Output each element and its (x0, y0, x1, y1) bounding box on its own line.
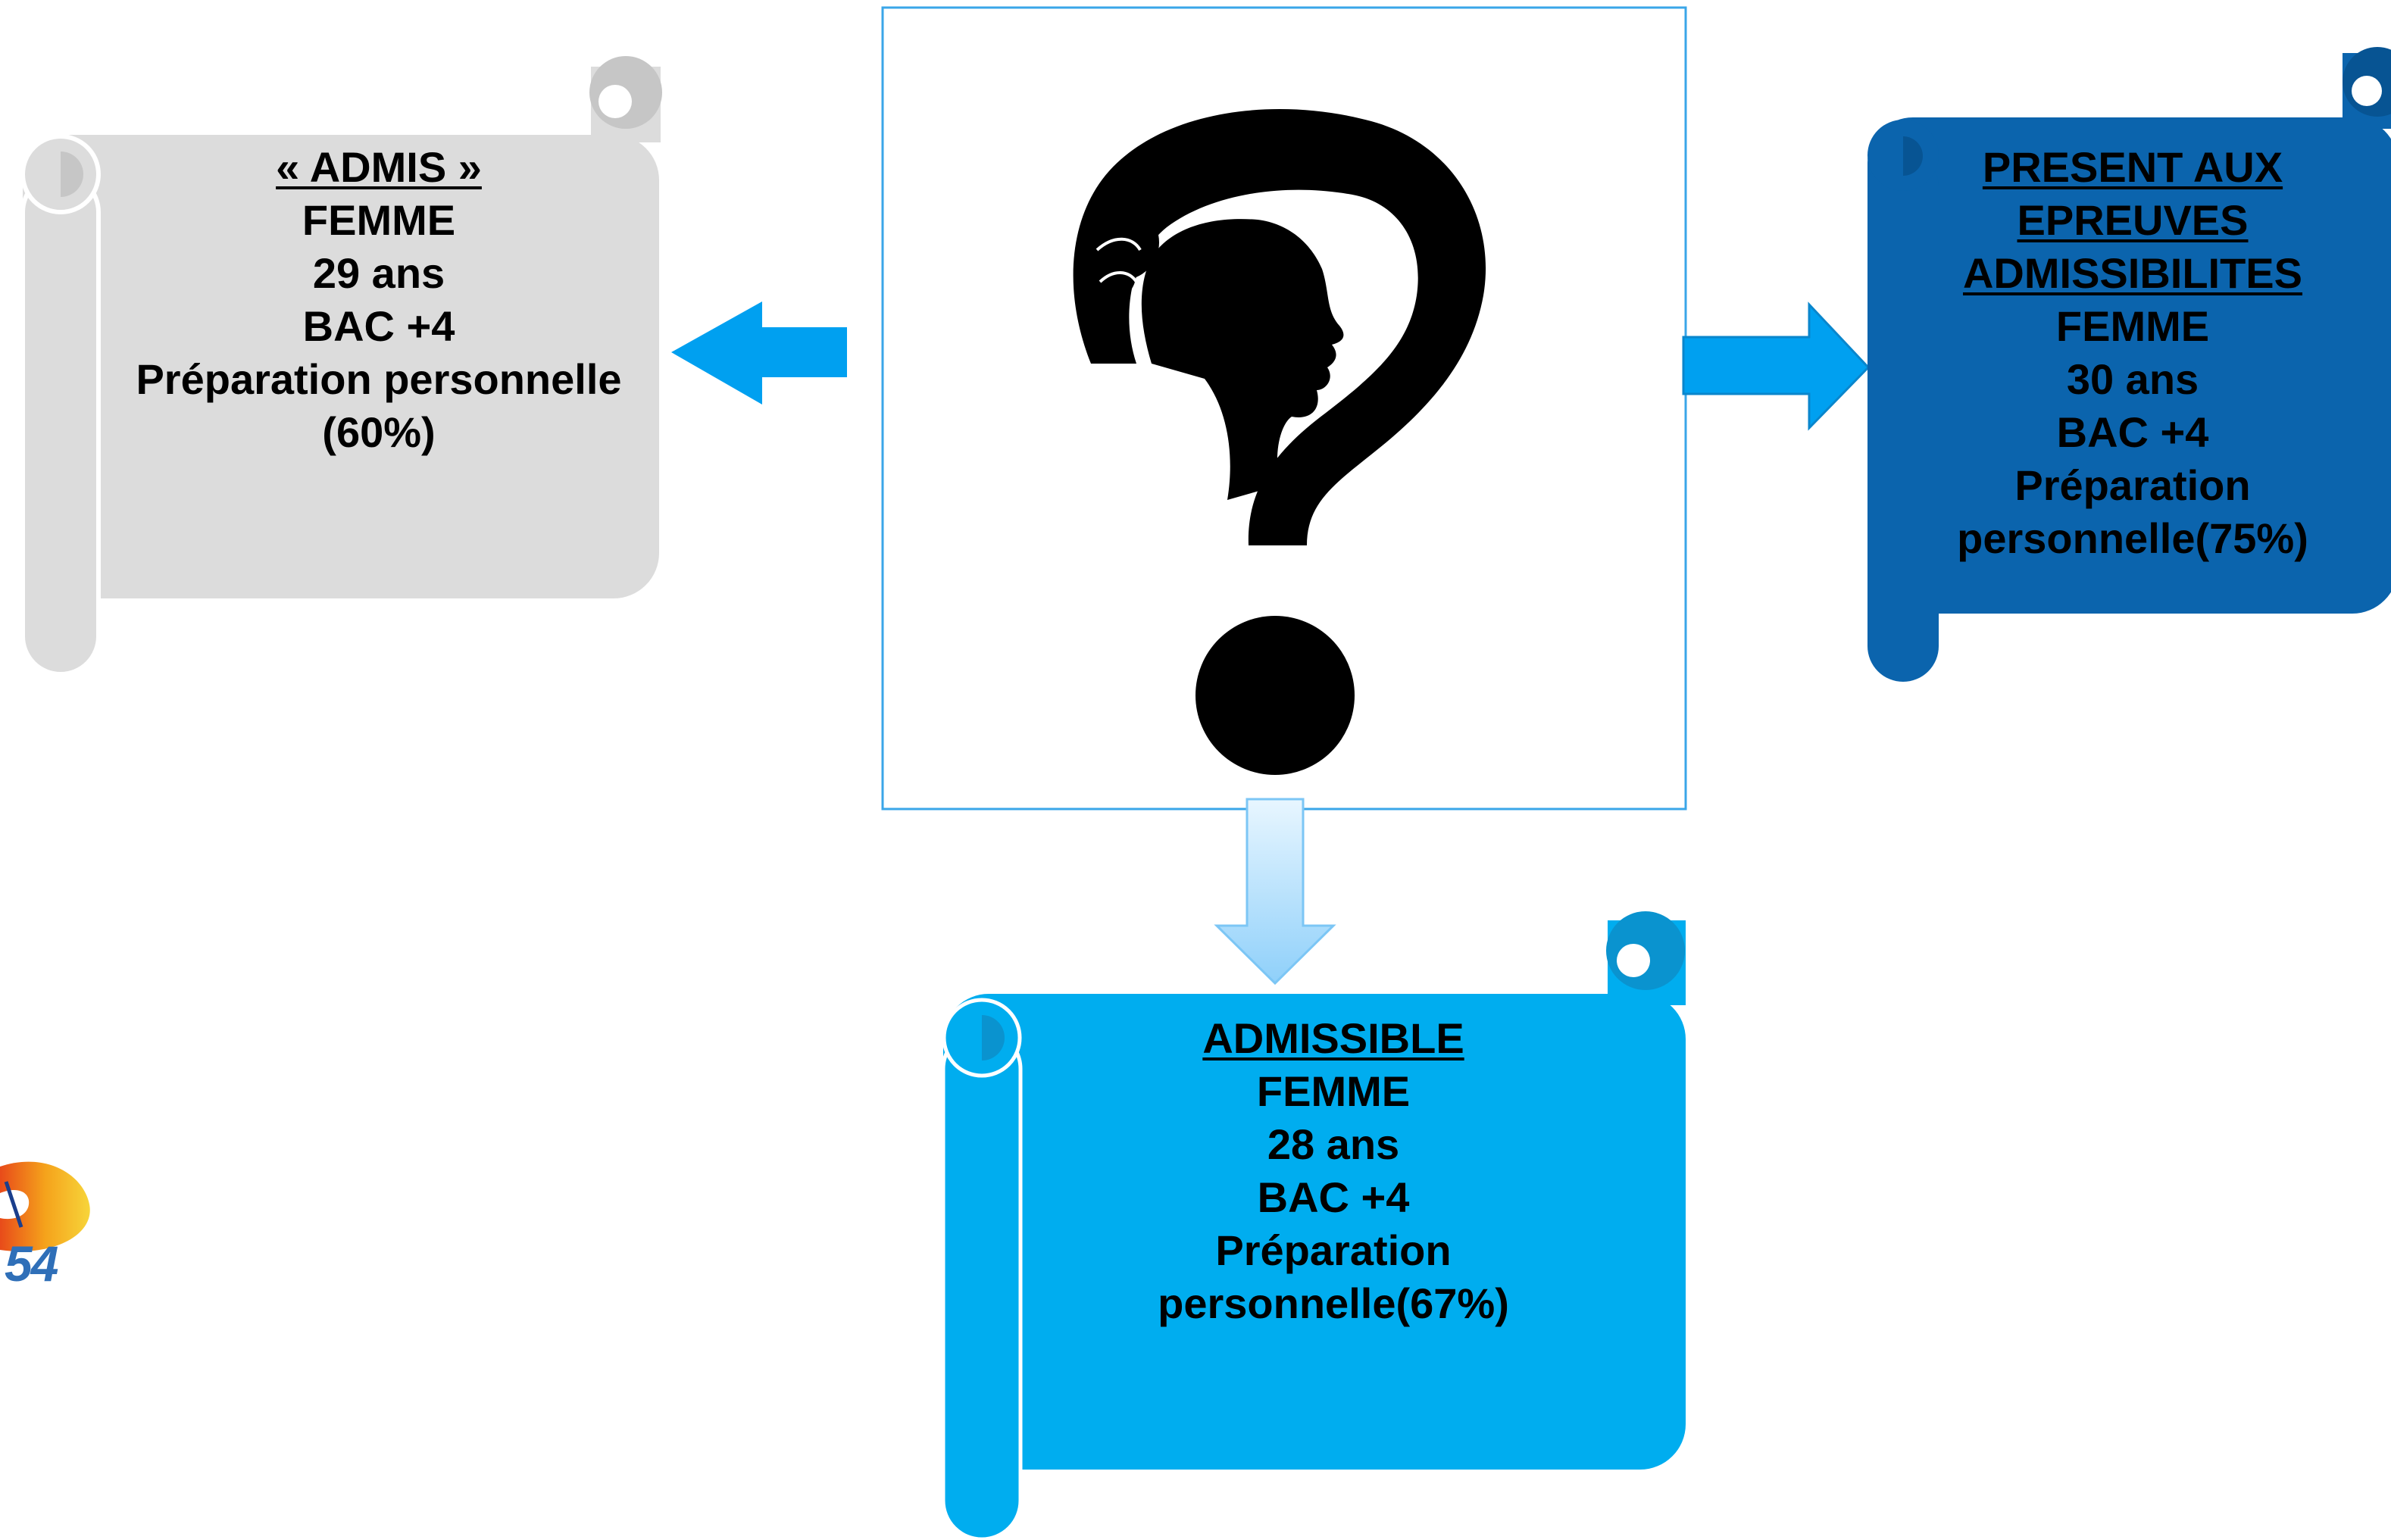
right-scroll-text: PRESENT AUX EPREUVES ADMISSIBILITES FEMM… (1939, 141, 2326, 565)
left-scroll-line: Préparation personnelle (136, 355, 622, 403)
arrow-down (1214, 798, 1336, 986)
left-scroll-line: FEMME (302, 196, 456, 244)
department-logo-icon (0, 1161, 90, 1251)
logo-number: 54 (5, 1235, 58, 1292)
left-scroll-title: « ADMIS » (276, 143, 482, 191)
bottom-scroll-line: personnelle(67%) (1158, 1279, 1509, 1327)
right-scroll-title-line: PRESENT AUX (1982, 143, 2283, 191)
bottom-scroll-line: 28 ans (1267, 1120, 1400, 1168)
right-scroll-line: personnelle(75%) (1957, 514, 2308, 562)
left-scroll-line: BAC +4 (302, 302, 455, 350)
left-scroll-text: « ADMIS » FEMME 29 ans BAC +4 Préparatio… (106, 141, 652, 459)
bottom-scroll-line: Préparation (1215, 1226, 1452, 1274)
bottom-scroll-title: ADMISSIBLE (1202, 1014, 1464, 1062)
right-scroll-title-line: EPREUVES (2017, 196, 2249, 244)
right-scroll-title-line: ADMISSIBILITES (1962, 249, 2303, 297)
bottom-scroll-line: FEMME (1256, 1067, 1411, 1115)
right-scroll-line: 30 ans (2066, 355, 2199, 403)
bottom-scroll (941, 911, 1686, 1540)
bottom-scroll-text: ADMISSIBLE FEMME 28 ans BAC +4 Préparati… (1030, 1012, 1636, 1330)
right-scroll-line: FEMME (2055, 302, 2210, 350)
left-scroll (20, 56, 662, 676)
question-mark-woman-silhouette-icon (1073, 109, 1486, 775)
left-scroll-line: 29 ans (312, 249, 445, 297)
arrow-right (1682, 301, 1871, 431)
left-scroll-line: (60%) (322, 408, 436, 456)
right-scroll-line: BAC +4 (2056, 408, 2209, 456)
arrow-left (671, 301, 847, 405)
right-scroll-line: Préparation (2014, 461, 2251, 509)
bottom-scroll-line: BAC +4 (1257, 1173, 1410, 1221)
right-scroll (1867, 47, 2391, 682)
